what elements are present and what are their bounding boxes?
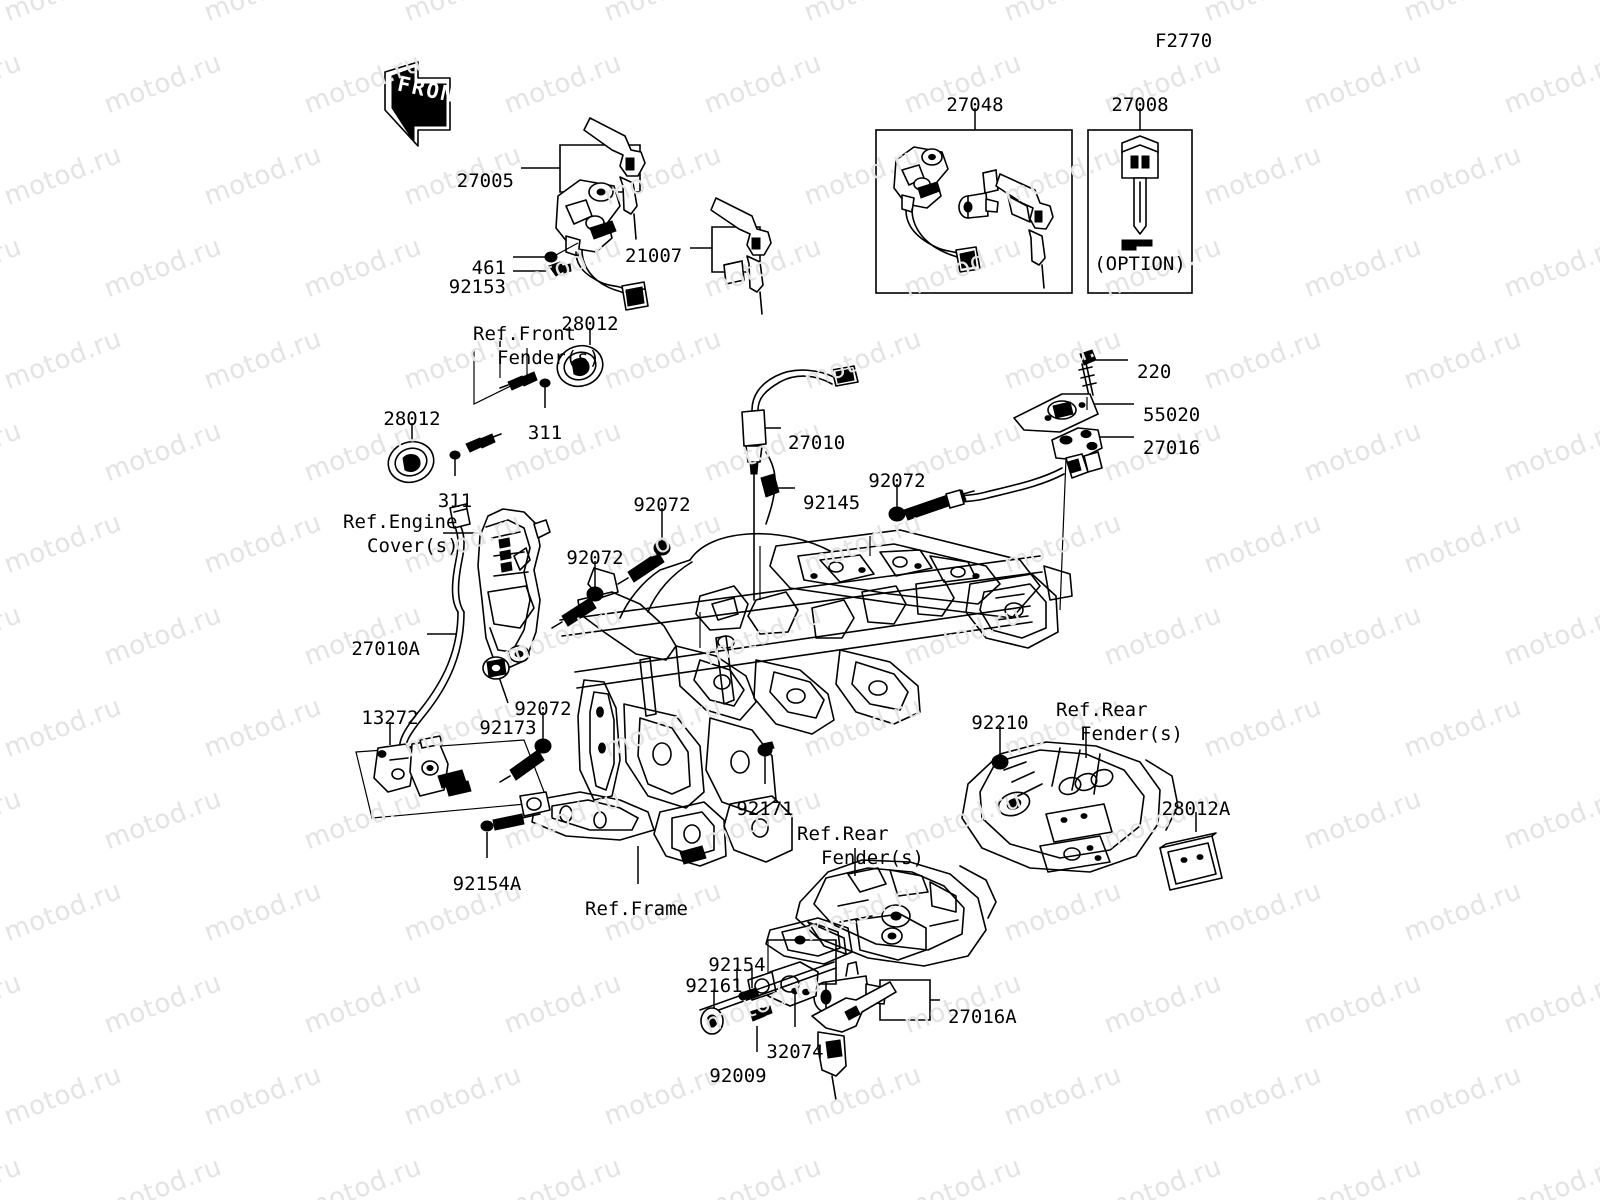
callout-28012A: 28012A: [1161, 798, 1231, 820]
bolt-92154A: [480, 813, 541, 858]
rear-fender-right: [961, 741, 1179, 873]
callout-32074: 32074: [766, 1041, 824, 1063]
callout-13272: 13272: [361, 707, 419, 729]
group-box-27016A: [879, 979, 931, 1021]
callout-92072-b: 92072: [566, 547, 624, 569]
callout-27005: 27005: [456, 170, 514, 192]
callout-28012-upper: 28012: [561, 313, 619, 335]
screw-220: [1078, 349, 1128, 397]
callout-461: 461: [471, 257, 506, 279]
callout-311-upper: 311: [527, 422, 563, 444]
callout-311-lower: 311: [437, 490, 473, 512]
ref-engine-cover-line1: Ref.Engine: [343, 511, 458, 533]
ref-front-fender-line1: Ref.Front: [473, 323, 576, 345]
bolt-92072-d: [499, 712, 552, 783]
callout-28012-lower: 28012: [383, 408, 441, 430]
reflector-28012-upper: [556, 328, 604, 388]
callout-220: 220: [1137, 361, 1172, 383]
lock-set-27048: [893, 146, 1054, 289]
bracket-55020: [1013, 393, 1134, 433]
clip-92145: [760, 451, 795, 525]
key-21007: [710, 197, 772, 315]
group-label-27008: 27008: [1111, 94, 1169, 116]
callout-92161: 92161: [685, 975, 743, 997]
callout-55020: 55020: [1143, 404, 1201, 426]
ref-rear-fender-1-line2: Fender(s): [821, 846, 924, 869]
front-arrow-shape: [384, 61, 451, 147]
callout-92173: 92173: [479, 717, 537, 739]
nut-92210: [991, 726, 1009, 770]
callout-92009: 92009: [709, 1065, 767, 1087]
ref-front-fender-line2: Fender(s): [497, 346, 600, 369]
seat-lock-bracket-group: [699, 939, 837, 1052]
ref-rear-fender-1-line1: Ref.Rear: [797, 823, 889, 845]
seat-lock-27016A: [811, 961, 940, 1101]
callout-92072-d: 92072: [514, 698, 572, 720]
option-note: (OPTION): [1094, 253, 1186, 275]
front-badge-label: FRONT: [395, 71, 472, 111]
callout-21007: 21007: [625, 245, 683, 267]
callout-92153: 92153: [448, 276, 506, 298]
callout-92145: 92145: [803, 492, 861, 514]
callout-27010: 27010: [788, 432, 846, 454]
bolt-92171: [757, 741, 775, 784]
frame-bottom-bracket: [765, 913, 927, 965]
callout-92210: 92210: [971, 712, 1029, 734]
bolt-311-lower: [449, 433, 502, 476]
bolt-311-upper: [499, 371, 551, 408]
callout-27016: 27016: [1143, 437, 1201, 459]
sensor-27010: [741, 365, 859, 601]
ignition-switch-body: [555, 179, 649, 311]
engine-cover-shape: [477, 508, 551, 669]
ref-frame-line1: Ref.Frame: [585, 898, 688, 920]
bolt-461: [513, 242, 579, 263]
motorcycle-frame: [519, 529, 1073, 867]
ref-engine-cover-line2: Cover(s): [367, 534, 459, 557]
cylinder-lock-27048: [958, 192, 999, 219]
callout-92072-a: 92072: [633, 494, 691, 516]
callout-92171: 92171: [736, 798, 794, 820]
screw-92153: [513, 261, 572, 277]
reflector-28012-lower: [387, 423, 435, 484]
transponder-key-27008: [1121, 135, 1159, 251]
callout-92154: 92154: [708, 954, 766, 976]
ref-rear-fender-2-line1: Ref.Rear: [1056, 699, 1148, 721]
group-label-27048: 27048: [946, 94, 1004, 116]
ref-frame: Ref.Frame: [585, 898, 688, 922]
ref-rear-fender-2-line2: Fender(s): [1080, 722, 1183, 745]
callout-27010A: 27010A: [351, 638, 420, 660]
grommet-92173: [482, 656, 510, 704]
diagram-code: F2770: [1155, 30, 1213, 52]
callout-27016A: 27016A: [948, 1006, 1017, 1028]
callout-92154A: 92154A: [452, 873, 522, 895]
bolt-92072-a: [617, 508, 671, 585]
rear-fender-center: [795, 859, 997, 967]
kit-box-27048: [875, 129, 1073, 294]
callout-92072-c: 92072: [868, 470, 926, 492]
latch-27016: [945, 427, 1134, 611]
reflector-28012A: [1159, 812, 1223, 891]
ref-front-fender-bracket: [473, 338, 528, 405]
key-27005: [583, 117, 646, 240]
